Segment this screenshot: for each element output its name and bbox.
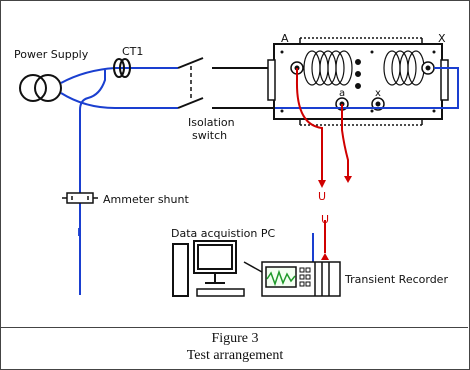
figure-number: Figure 3 xyxy=(211,331,259,346)
device-under-test xyxy=(267,37,449,126)
isolation-switch-label-line1: Isolation xyxy=(188,116,235,129)
isolation-switch-label-line2: switch xyxy=(192,129,227,142)
voltage-symbol-lower-label: U xyxy=(321,213,329,226)
ammeter-shunt-label: Ammeter shunt xyxy=(103,193,189,206)
current-symbol-label: I xyxy=(77,226,80,239)
terminal-a-small-label: a xyxy=(339,88,345,99)
isolation-switch xyxy=(177,57,275,109)
figure-caption: Figure 3 Test arrangement xyxy=(0,330,470,364)
ct1-current-transformer xyxy=(113,58,131,78)
power-supply-transformer xyxy=(19,74,62,102)
caption-divider xyxy=(1,327,468,328)
terminal-x-small-label: x xyxy=(375,88,381,99)
transient-recorder xyxy=(261,261,341,297)
terminal-x-label: X xyxy=(438,32,446,45)
ammeter-shunt xyxy=(62,192,98,204)
voltage-measurement-wiring xyxy=(295,68,349,253)
ct1-label: CT1 xyxy=(122,45,143,58)
test-arrangement-diagram: Power Supply CT1 Isolation switch Ammete… xyxy=(14,32,459,297)
transient-recorder-label: Transient Recorder xyxy=(344,273,448,286)
data-pc-label: Data acquistion PC xyxy=(171,227,275,240)
return-path-wiring xyxy=(275,67,459,109)
current-loop-wiring xyxy=(60,67,178,295)
voltage-symbol-upper-label: U xyxy=(318,190,326,203)
data-acquisition-pc xyxy=(172,240,263,297)
figure-title: Test arrangement xyxy=(186,348,284,363)
terminal-a-label: A xyxy=(281,32,289,45)
power-supply-label: Power Supply xyxy=(14,48,89,61)
voltage-arrows xyxy=(318,176,352,260)
